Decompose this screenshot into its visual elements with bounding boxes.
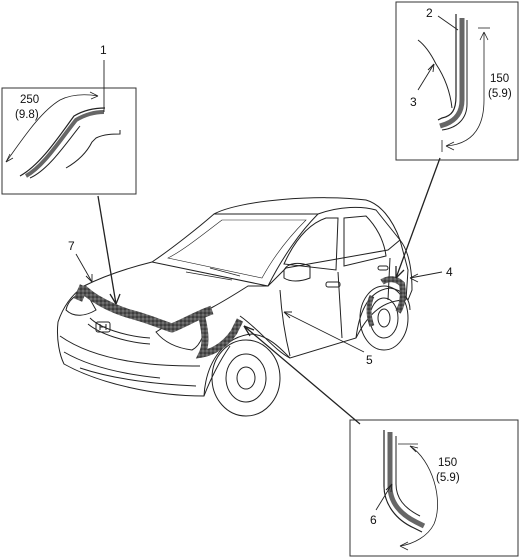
front-wheel-arch: [203, 333, 291, 397]
sealant-on-car: [73, 276, 406, 359]
hood-length-in: (9.8): [15, 109, 39, 121]
dimension-arc: [5, 94, 99, 163]
rear-wheel-arch: [355, 287, 411, 339]
side-mirror: [283, 262, 311, 282]
callout-3: 3: [410, 95, 417, 109]
rear-length-in: (5.9): [488, 88, 512, 100]
callout-4: 4: [446, 265, 453, 279]
front-arch-sealant: [195, 317, 244, 359]
rear-door-window: [343, 215, 387, 267]
rear-length-mm: 150: [490, 73, 509, 85]
panel-edge: [19, 107, 106, 177]
callout-6: 6: [370, 513, 377, 527]
detail-frame: [1, 87, 137, 195]
detail-front-arch: 150 (5.9) 6: [349, 419, 519, 557]
callout-7: 7: [68, 239, 75, 253]
callout-5-group: 5: [283, 311, 373, 367]
callout-7-group: 7: [68, 239, 93, 283]
panel-edge: [437, 14, 457, 121]
front-wheel: [211, 339, 281, 417]
rear-wheel: [359, 285, 409, 351]
dimension-arc: [399, 445, 438, 547]
callout-4-group: 4: [409, 265, 453, 283]
leader-lines: [97, 157, 441, 425]
rear-arch-sealant: [380, 276, 406, 314]
detail-frame: [395, 1, 519, 161]
front-door-window: [283, 217, 339, 271]
dimension-arc: [445, 32, 485, 147]
front-length-in: (5.9): [436, 472, 460, 484]
detail-hood-front: 250 (9.8) 1: [1, 43, 137, 195]
honda-emblem-icon: [95, 321, 111, 333]
front-length-mm: 150: [438, 457, 457, 469]
callout-5: 5: [366, 353, 373, 367]
sealant-bead: [439, 18, 465, 129]
hood-front-sealant: [78, 284, 214, 333]
callout-2: 2: [426, 6, 433, 20]
hood-length-mm: 250: [20, 94, 39, 106]
detail-rear-arch: 150 (5.9) 2 3: [395, 1, 519, 161]
car-roof: [213, 197, 401, 241]
windshield: [150, 213, 320, 287]
sealant-bead: [24, 110, 105, 178]
callout-1: 1: [100, 43, 107, 57]
detail-frame: [349, 419, 519, 557]
panel-edge: [383, 430, 423, 533]
